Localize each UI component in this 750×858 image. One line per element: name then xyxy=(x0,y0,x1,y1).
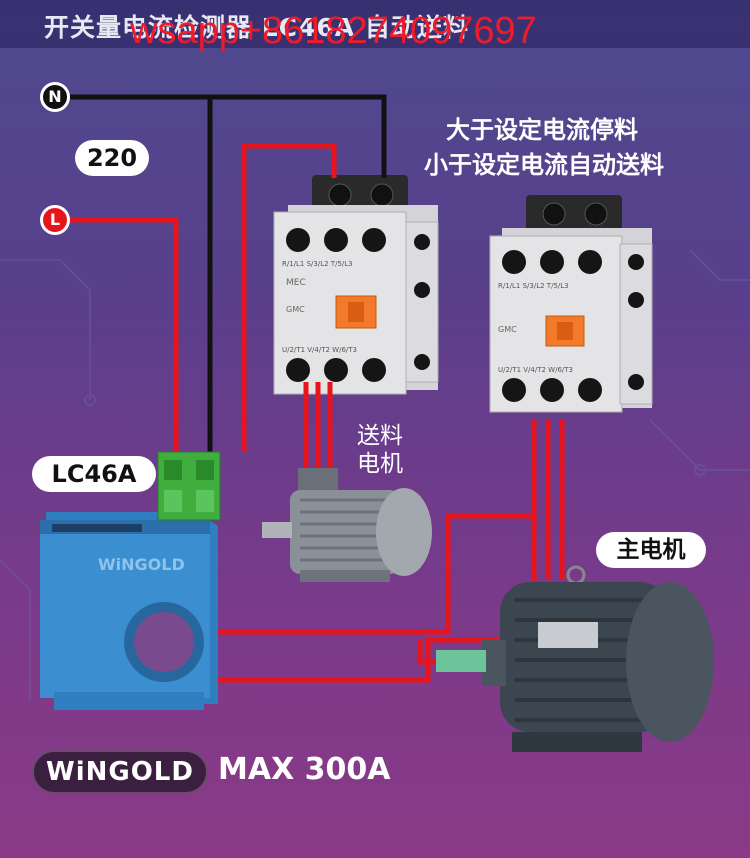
lc46a-detector: WiNGOLD xyxy=(40,451,221,710)
title-bar xyxy=(0,0,750,48)
svg-text:WiNGOLD: WiNGOLD xyxy=(98,555,185,574)
watermark: wsapp+8618274097697 xyxy=(130,10,537,52)
circuit-pattern xyxy=(0,249,750,700)
svg-text:R/1/L1 S/3/L2 T/5/L3: R/1/L1 S/3/L2 T/5/L3 xyxy=(498,282,569,290)
svg-text:U/2/T1 V/4/T2 W/6/T3: U/2/T1 V/4/T2 W/6/T3 xyxy=(498,366,573,374)
svg-text:GMC: GMC xyxy=(498,325,517,334)
neutral-terminal: N xyxy=(40,82,70,112)
svg-text:U/2/T1 V/4/T2 W/6/T3: U/2/T1 V/4/T2 W/6/T3 xyxy=(282,346,357,354)
description-line2: 小于设定电流自动送料 xyxy=(424,151,664,179)
contactor-2: R/1/L1 S/3/L2 T/5/L3 GMC U/2/T1 V/4/T2 W… xyxy=(489,195,653,413)
description-line1: 大于设定电流停料 xyxy=(446,116,638,144)
svg-text:GMC: GMC xyxy=(286,305,305,314)
live-terminal: L xyxy=(40,205,70,235)
svg-text:MEC: MEC xyxy=(286,278,306,288)
page-title: 开关量电流检测器 LC46A 自动送料 xyxy=(44,13,469,42)
main-motor-label: 主电机 xyxy=(596,532,706,568)
neutral-wires xyxy=(70,94,387,452)
feed-motor-label: 送料 电机 xyxy=(348,422,412,478)
main-motor xyxy=(436,565,714,752)
feed-motor-label-line2: 电机 xyxy=(357,451,403,477)
device-model: LC46A xyxy=(32,456,156,492)
feed-motor-label-line1: 送料 xyxy=(357,423,403,449)
rating-label: MAX 300A xyxy=(218,752,391,787)
brand-logo: WiNGOLD xyxy=(32,750,208,794)
live-wires xyxy=(70,143,565,683)
voltage-label: 220 xyxy=(75,140,149,176)
svg-text:R/1/L1 S/3/L2 T/5/L3: R/1/L1 S/3/L2 T/5/L3 xyxy=(282,260,353,268)
feed-motor xyxy=(262,468,432,582)
contactor-1: R/1/L1 S/3/L2 T/5/L3 MEC GMC U/2/T1 V/4/… xyxy=(273,175,439,395)
